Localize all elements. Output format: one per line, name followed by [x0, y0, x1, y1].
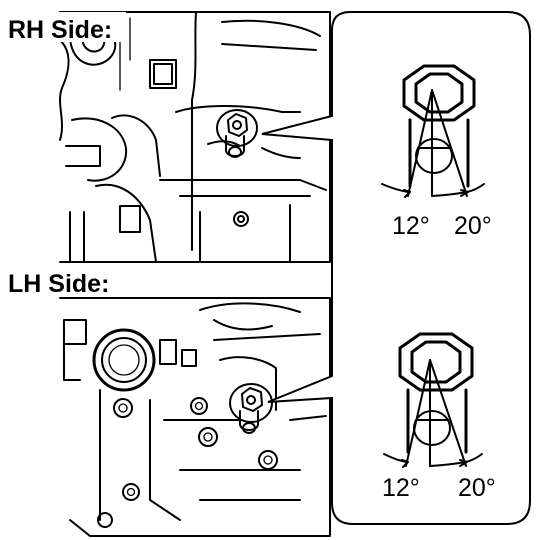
detail-top-bolt [381, 64, 485, 198]
lh-heading-backdrop [4, 266, 126, 296]
bottom-angle-right-label: 20° [458, 474, 496, 502]
rh-side-heading: RH Side: [8, 16, 112, 44]
detail-bottom-bolt [383, 332, 483, 468]
detail-callout [261, 11, 531, 525]
lh-engine-block [59, 297, 331, 537]
rh-engine-block [59, 11, 331, 263]
bottom-angle-left-label: 12° [382, 474, 420, 502]
top-angle-left-label: 12° [392, 212, 430, 240]
rh-heading-backdrop [4, 12, 126, 42]
top-angle-right-label: 20° [454, 212, 492, 240]
lh-side-heading: LH Side: [8, 270, 109, 298]
